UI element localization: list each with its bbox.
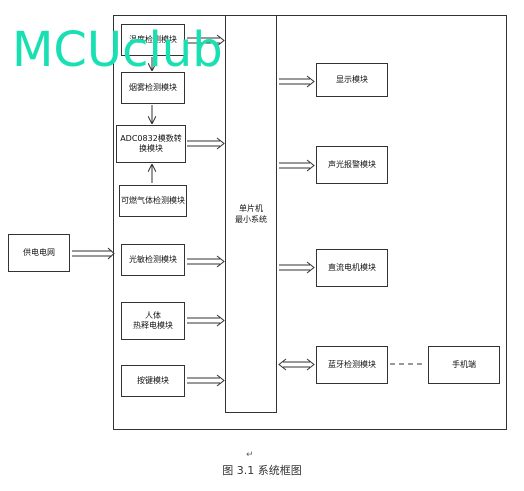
return-mark: ↵ [246,450,254,460]
temperature-module: 温度检测模块 [121,24,185,56]
bluetooth-module: 蓝牙检测模块 [316,346,388,384]
keys-module: 按键模块 [121,365,185,397]
gas-module: 可燃气体检测模块 [119,185,187,217]
arrow-power-head [107,247,115,260]
phone-block: 手机端 [428,346,500,384]
system-boundary [113,15,507,430]
smoke-module: 烟雾检测模块 [121,72,185,104]
mcuclub-watermark: MCUclub [12,22,223,78]
motor-module: 直流电机模块 [316,249,388,287]
adc-module: ADC0832模数转换模块 [116,125,186,163]
mcu-minimum-system: 单片机 最小系统 [225,15,277,413]
light-module: 光敏检测模块 [121,244,185,276]
figure-caption: 图 3.1 系统框图 [222,464,302,477]
display-module: 显示模块 [316,63,388,97]
pir-module: 人体 热释电模块 [121,302,185,340]
alarm-module: 声光报警模块 [316,146,388,184]
power-grid-block: 供电电网 [8,234,70,272]
arrow-power-in [72,250,112,257]
